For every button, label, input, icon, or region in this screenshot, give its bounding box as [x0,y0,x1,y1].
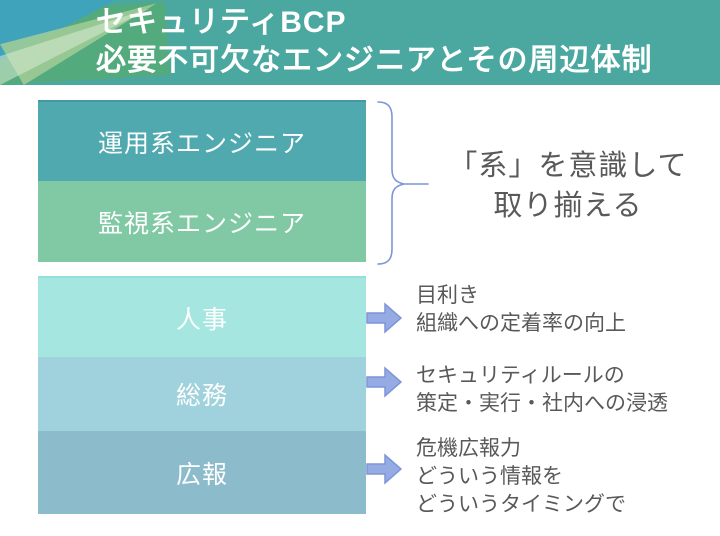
box-general-affairs: 総務 [38,357,366,431]
slide-title: セキュリティBCP 必要不可欠なエンジニアとその周辺体制 [96,4,653,80]
box-operation-engineer-label: 運用系エンジニア [97,129,306,158]
note-hr: 目利き 組織への定着率の向上 [416,282,626,338]
curly-brace-icon [377,101,429,265]
note-general-affairs-line-2: 策定・実行・社内への浸透 [416,392,668,415]
right-arrow-icon-public-relations [366,453,402,485]
header-decoration [0,0,170,85]
box-public-relations: 広報 [38,431,366,514]
box-monitoring-engineer-label: 監視系エンジニア [97,209,306,238]
title-line-2: 必要不可欠なエンジニアとその周辺体制 [96,44,653,77]
bracket-note: 「系」を意識して 取り揃える [418,146,718,226]
note-general-affairs-line-1: セキュリティルールの [416,364,625,387]
box-hr: 人事 [38,276,366,357]
box-operation-engineer: 運用系エンジニア [38,100,366,181]
right-arrow-path [366,302,402,334]
note-hr-line-2: 組織への定着率の向上 [416,312,626,335]
box-monitoring-engineer: 監視系エンジニア [38,181,366,262]
note-public-relations: 危機広報力 どういう情報を どういうタイミングで [416,435,626,519]
box-public-relations-label: 広報 [175,460,228,489]
note-public-relations-line-1: 危機広報力 [416,437,521,460]
slide-header: セキュリティBCP 必要不可欠なエンジニアとその周辺体制 [0,0,720,85]
note-general-affairs: セキュリティルールの 策定・実行・社内への浸透 [416,362,668,418]
note-hr-line-1: 目利き [416,284,479,307]
right-arrow-path [366,366,402,398]
right-arrow-icon-general-affairs [366,366,402,398]
right-arrow-icon-hr [366,302,402,334]
curly-brace-path [377,101,429,265]
bracket-note-line-1: 「系」を意識して [448,150,688,182]
title-line-1: セキュリティBCP [96,6,347,39]
box-hr-label: 人事 [175,305,228,334]
box-general-affairs-label: 総務 [175,382,228,410]
bracket-note-line-2: 取り揃える [493,190,643,222]
note-public-relations-line-3: どういうタイミングで [416,493,626,516]
note-public-relations-line-2: どういう情報を [416,465,563,488]
right-arrow-path [366,453,402,485]
